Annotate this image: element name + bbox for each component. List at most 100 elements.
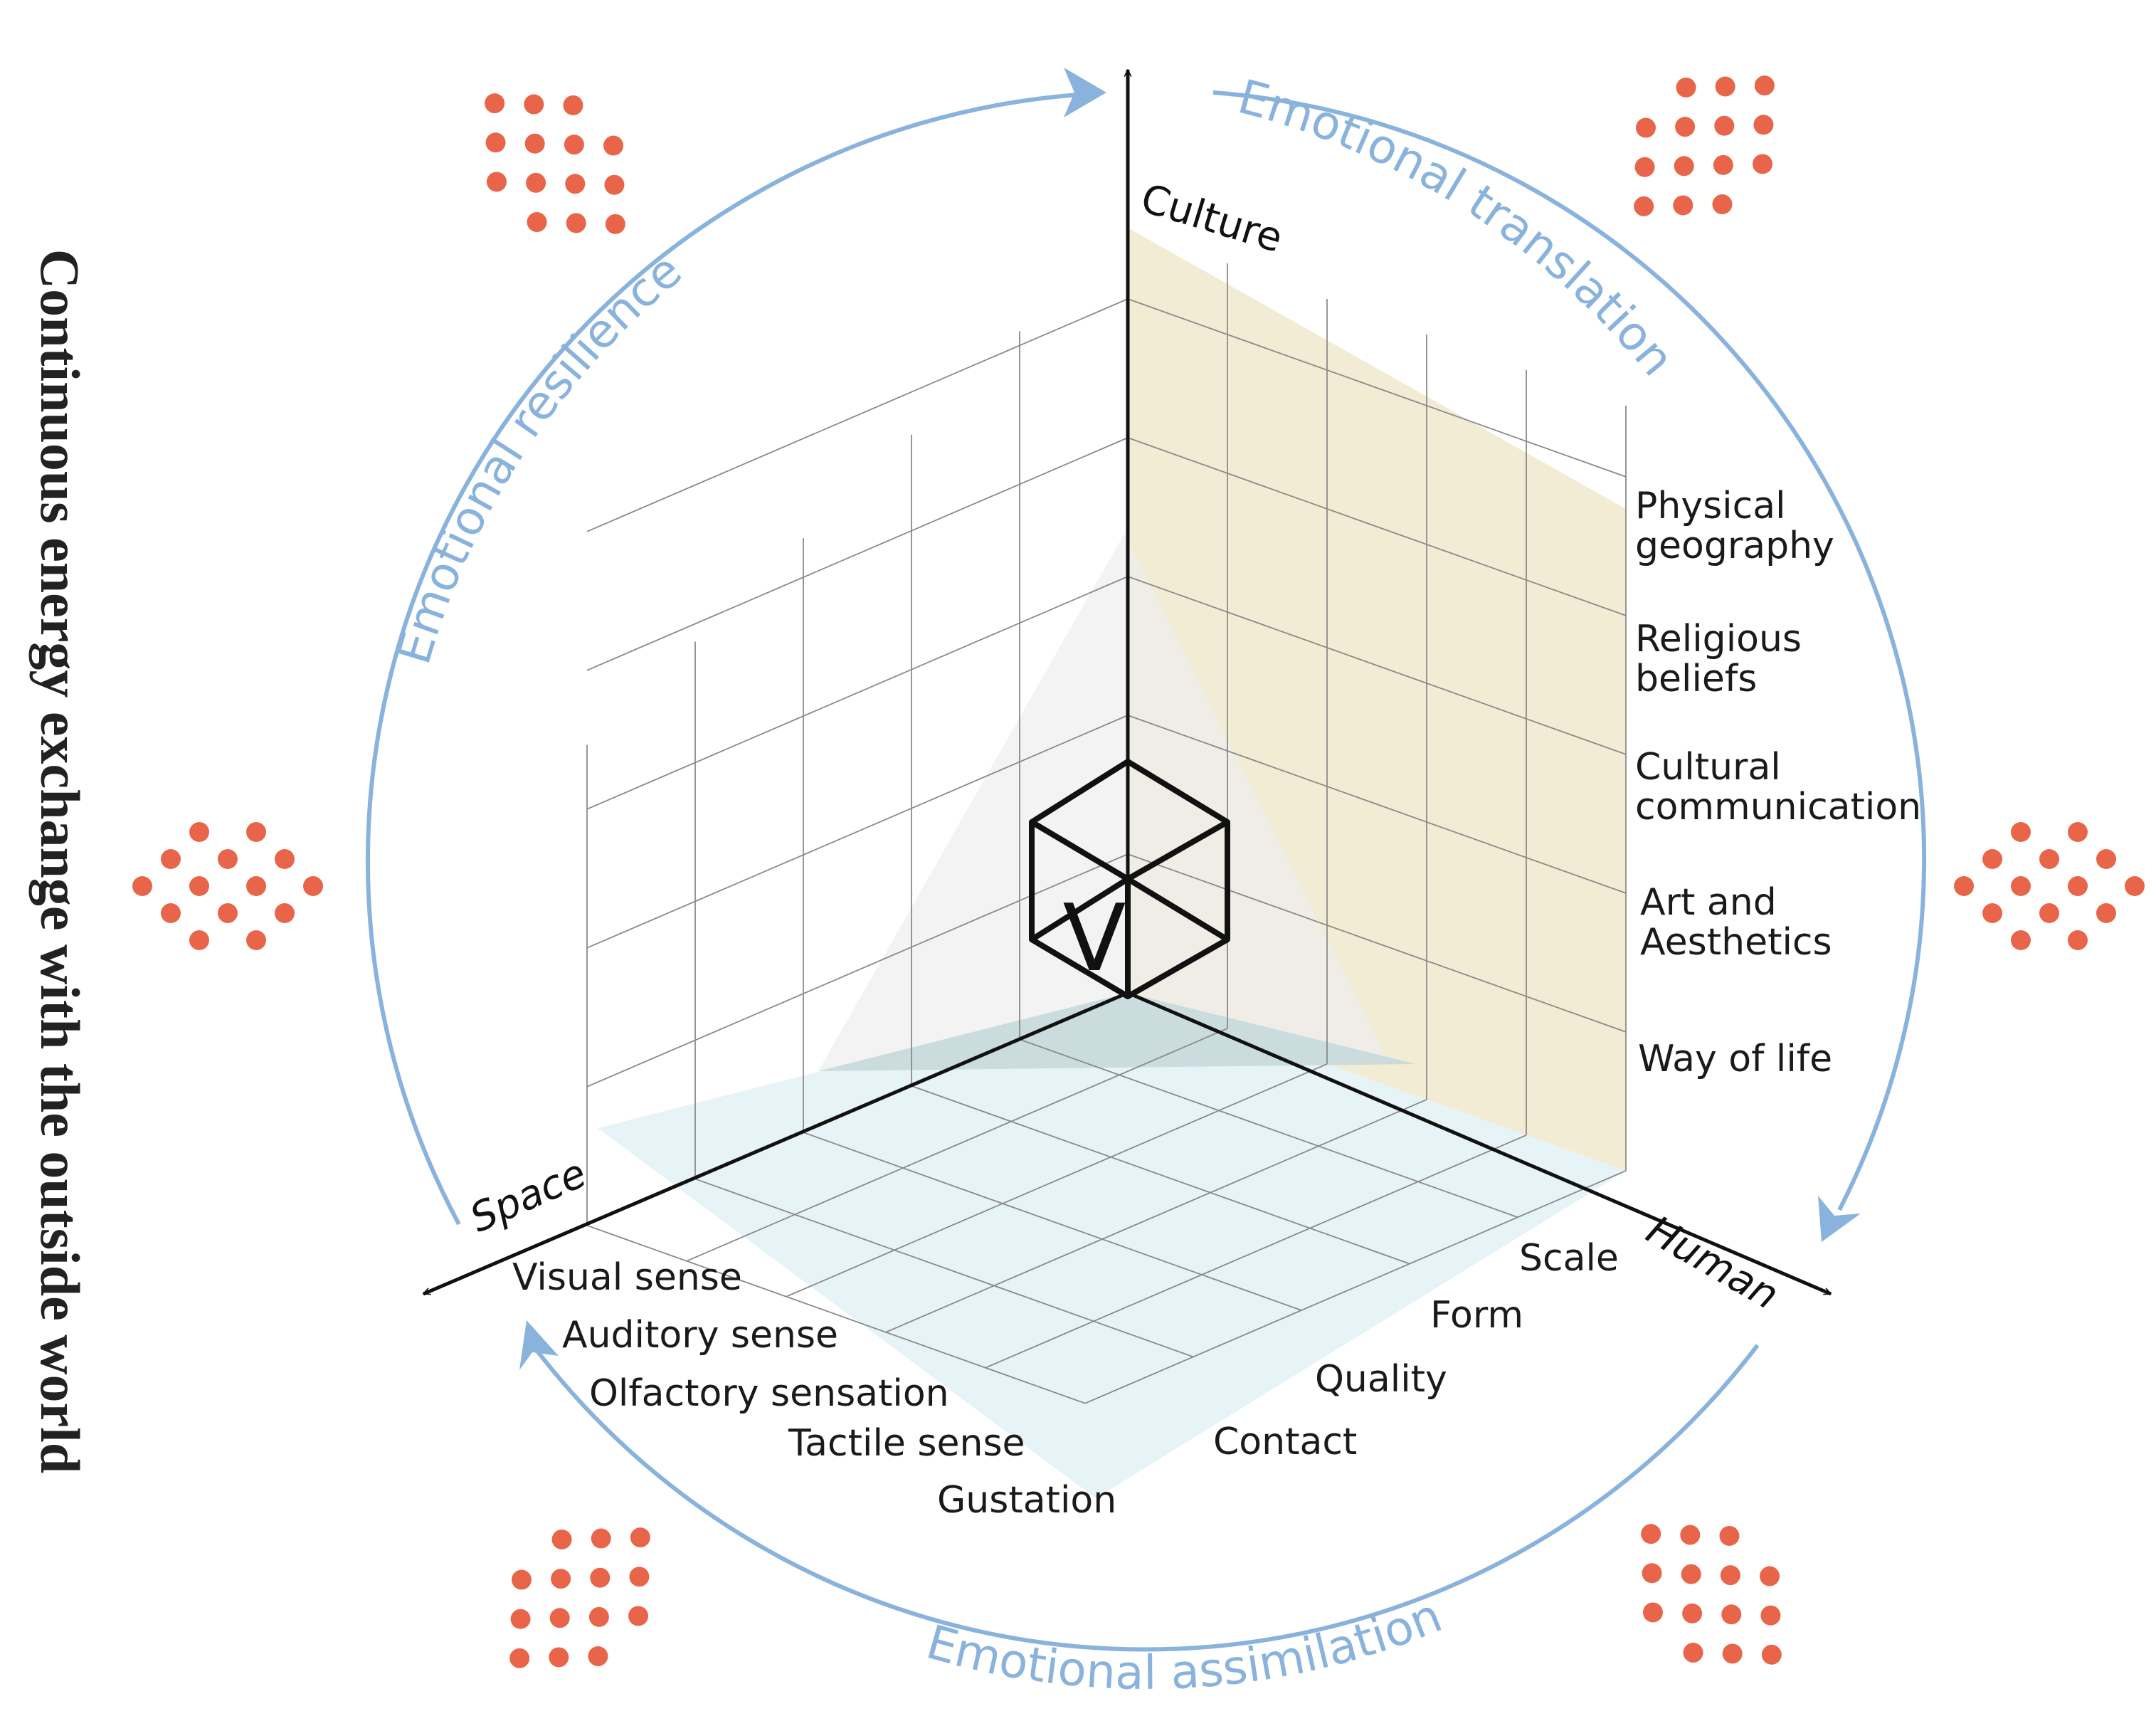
dot xyxy=(1680,1525,1701,1545)
ring-label-emotional-resilience: Emotional resilience xyxy=(386,243,692,670)
dot xyxy=(1760,1566,1780,1586)
space-item: Gustation xyxy=(937,1479,1116,1522)
dot xyxy=(486,172,507,192)
dot xyxy=(1683,1643,1703,1663)
space-item: Visual sense xyxy=(512,1256,742,1299)
dot xyxy=(2068,930,2088,950)
human-item: Quality xyxy=(1315,1358,1447,1401)
dot xyxy=(588,1646,608,1667)
dot xyxy=(1673,195,1693,216)
dot xyxy=(1713,154,1733,175)
dot xyxy=(2068,876,2088,896)
dot xyxy=(1681,1564,1701,1584)
dot xyxy=(1634,196,1654,216)
space-item: Tactile sense xyxy=(788,1422,1025,1465)
ring-label-emotional-assimilation: Emotional assimilation xyxy=(921,1588,1449,1700)
dot-cluster xyxy=(485,93,625,234)
dot xyxy=(509,1648,530,1668)
dot xyxy=(526,172,546,193)
dot xyxy=(303,876,323,896)
light-triangle xyxy=(818,534,1388,1071)
dot xyxy=(1682,1603,1703,1623)
dot xyxy=(246,822,266,842)
dot xyxy=(275,849,295,869)
human-item: Contact xyxy=(1213,1421,1357,1463)
side-title: Continuous energy exchange with the outs… xyxy=(29,249,91,1473)
culture-item-art-aesthetics: Art and Aesthetics xyxy=(1640,881,1832,964)
dot xyxy=(2096,903,2116,923)
space-item: Auditory sense xyxy=(562,1314,838,1357)
space-axis xyxy=(423,991,1129,1296)
dot xyxy=(1642,1563,1662,1584)
dot xyxy=(1753,115,1774,135)
space-item: Olfactory sensation xyxy=(589,1372,949,1415)
dot xyxy=(2011,822,2031,842)
dot xyxy=(485,93,505,114)
dot-cluster xyxy=(1634,75,1775,216)
dot xyxy=(1760,1605,1781,1626)
dot xyxy=(1715,76,1735,97)
dot xyxy=(189,876,209,896)
culture-item-religious-beliefs: Religious beliefs xyxy=(1635,618,1814,700)
dot xyxy=(629,1567,650,1587)
culture-items: Physical geography Religious beliefs Cul… xyxy=(1635,485,1921,1080)
dot xyxy=(603,135,624,156)
dot xyxy=(275,903,295,923)
dot xyxy=(524,94,544,115)
dot xyxy=(1641,1524,1661,1544)
dot xyxy=(1761,1644,1782,1665)
dot xyxy=(604,174,625,195)
dot xyxy=(591,1528,611,1549)
dot xyxy=(485,132,506,153)
dot xyxy=(218,903,238,923)
dot xyxy=(564,135,584,155)
dot-cluster xyxy=(132,822,323,950)
dot xyxy=(161,849,181,869)
dot-clusters xyxy=(132,75,2145,1668)
dot xyxy=(2125,876,2145,896)
human-item: Form xyxy=(1430,1294,1523,1337)
dot xyxy=(1674,156,1694,177)
dot-cluster xyxy=(509,1527,650,1668)
dot xyxy=(551,1529,572,1549)
human-axis-title: Human xyxy=(1639,1207,1786,1319)
dot xyxy=(1982,849,2002,869)
dot xyxy=(189,930,209,950)
dot-cluster xyxy=(1954,822,2145,950)
dot xyxy=(1754,75,1775,96)
dot xyxy=(524,133,545,154)
dot xyxy=(511,1569,532,1590)
dot xyxy=(1642,1602,1663,1623)
human-axis xyxy=(1127,991,1831,1296)
dot xyxy=(1720,1565,1740,1586)
dot xyxy=(246,876,266,896)
dot xyxy=(1675,117,1696,137)
dot xyxy=(1753,154,1773,174)
grid-lines xyxy=(586,263,1627,1404)
culture-item-cultural-communication: Cultural communication xyxy=(1635,746,1921,828)
dot xyxy=(527,212,547,233)
dot xyxy=(588,1606,609,1627)
arrowhead-right-icon xyxy=(1818,1196,1861,1242)
dot xyxy=(1721,1604,1742,1625)
arrowhead-bottom-left-icon xyxy=(519,1320,559,1370)
dot xyxy=(1714,115,1735,136)
dot xyxy=(566,213,586,233)
dot xyxy=(1634,157,1655,177)
dot xyxy=(218,849,238,869)
dot xyxy=(510,1609,531,1629)
space-items: Visual sense Auditory sense Olfactory se… xyxy=(512,1256,1116,1522)
culture-item-way-of-life: Way of life xyxy=(1638,1038,1832,1080)
dot-cluster xyxy=(1641,1524,1782,1665)
dot xyxy=(1722,1643,1743,1664)
dot xyxy=(551,1569,571,1589)
v-cube: V xyxy=(1029,759,1230,999)
human-items: Scale Form Quality Contact xyxy=(1213,1237,1619,1463)
dot xyxy=(2039,849,2059,869)
dot xyxy=(2039,903,2059,923)
dot xyxy=(189,822,209,842)
cube-letter: V xyxy=(1063,884,1126,992)
dot xyxy=(2011,930,2031,950)
culture-item-physical-geography: Physical geography xyxy=(1635,485,1834,567)
